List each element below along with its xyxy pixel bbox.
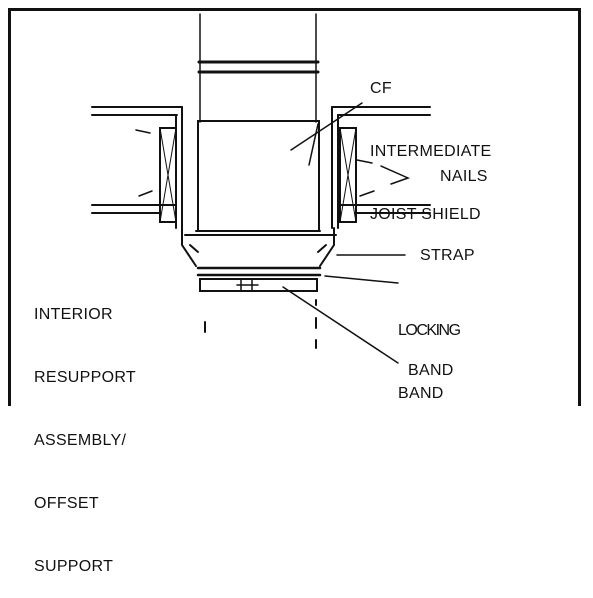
label-interior-line4: OFFSET (34, 495, 99, 512)
label-interior-resupport-assembly: INTERIOR RESUPPORT ASSEMBLY/ OFFSET SUPP… (34, 262, 136, 598)
label-cf-line3: JOIST SHIELD (370, 206, 481, 223)
label-interior-line2: RESUPPORT (34, 369, 136, 386)
label-band: BAND (408, 362, 454, 379)
label-interior-line1: INTERIOR (34, 306, 113, 323)
offset-support-strap (181, 227, 337, 267)
chimney-support-drawing (91, 13, 431, 364)
locking-band (196, 266, 322, 277)
label-interior-line5: SUPPORT (34, 558, 114, 575)
joist-right (331, 106, 431, 229)
pipe-upper (199, 13, 317, 123)
label-cf-line2: INTERMEDIATE (370, 143, 492, 160)
label-locking-line1: LOCKING (398, 322, 461, 339)
label-locking-band: LOCKING BAND (398, 278, 461, 425)
nails-leader (380, 165, 411, 185)
leader-lines (282, 102, 406, 364)
lower-pipe-marks (204, 299, 317, 349)
lower-band (199, 278, 318, 292)
joist-shield (197, 120, 320, 232)
label-interior-line3: ASSEMBLY/ (34, 432, 127, 449)
label-strap: STRAP (420, 247, 475, 264)
nails (135, 129, 375, 197)
joist-left (91, 106, 183, 229)
label-nails: NAILS (440, 168, 488, 185)
label-cf-line1: CF (370, 80, 392, 97)
diagram-frame (8, 8, 581, 406)
label-locking-line2: BAND (398, 385, 444, 402)
upper-coupling-band (197, 60, 320, 74)
label-cf-intermediate-joist-shield: CF INTERMEDIATE JOIST SHIELD (370, 36, 492, 246)
